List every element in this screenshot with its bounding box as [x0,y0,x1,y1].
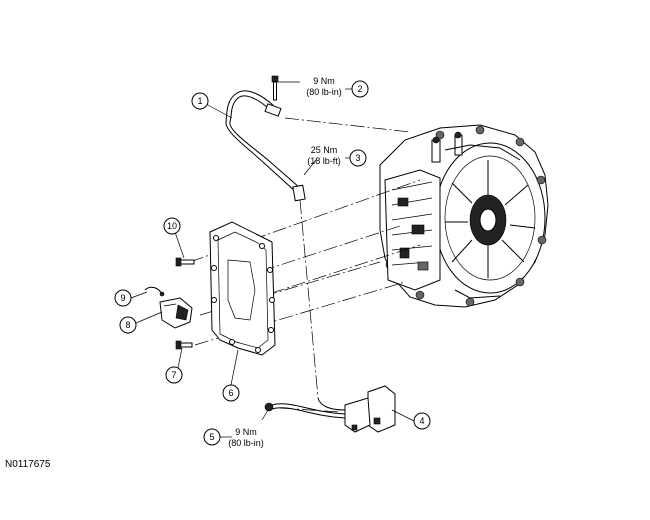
svg-text:7: 7 [171,370,176,380]
callout-9: 9 [114,289,132,307]
figure-id: N0117675 [5,459,51,470]
leader-lines [130,81,415,438]
svg-text:6: 6 [228,388,233,398]
upper-bolt [271,75,279,101]
valve-body-cover [209,221,276,356]
tube-bracket [317,385,396,433]
svg-text:10: 10 [167,221,177,231]
callout-5: 5 [203,428,221,446]
svg-text:1: 1 [197,96,202,106]
svg-text:2: 2 [357,84,362,94]
sensor-bolt [175,340,193,350]
torque-label-2: 9 Nm (80 lb-in) [306,76,342,97]
callout-6: 6 [222,384,240,402]
lower-tube [264,402,346,419]
svg-text:8: 8 [125,320,130,330]
torque-label-3: 25 Nm (18 lb-ft) [307,145,341,166]
callout-2: 2 [351,80,369,98]
wire-clip [144,286,165,297]
sensor [159,297,193,329]
svg-text:3: 3 [355,153,360,163]
transmission-assembly [379,124,549,308]
callout-8: 8 [119,316,137,334]
callout-4: 4 [413,412,431,430]
svg-text:5: 5 [209,432,214,442]
callout-7: 7 [165,366,183,384]
svg-text:9: 9 [120,293,125,303]
svg-text:9 Nm: 9 Nm [313,76,335,86]
svg-text:25 Nm: 25 Nm [311,145,338,155]
svg-text:4: 4 [419,416,424,426]
callout-10: 10 [163,217,181,235]
cover-bolt [175,257,195,267]
callout-1: 1 [191,92,209,110]
callout-3: 3 [349,149,367,167]
cooler-tube [225,90,306,202]
svg-text:9 Nm: 9 Nm [235,427,257,437]
svg-text:(80 lb-in): (80 lb-in) [228,438,264,448]
torque-label-5: 9 Nm (80 lb-in) [228,427,264,448]
svg-text:(80 lb-in): (80 lb-in) [306,87,342,97]
svg-text:(18 lb-ft): (18 lb-ft) [307,156,341,166]
